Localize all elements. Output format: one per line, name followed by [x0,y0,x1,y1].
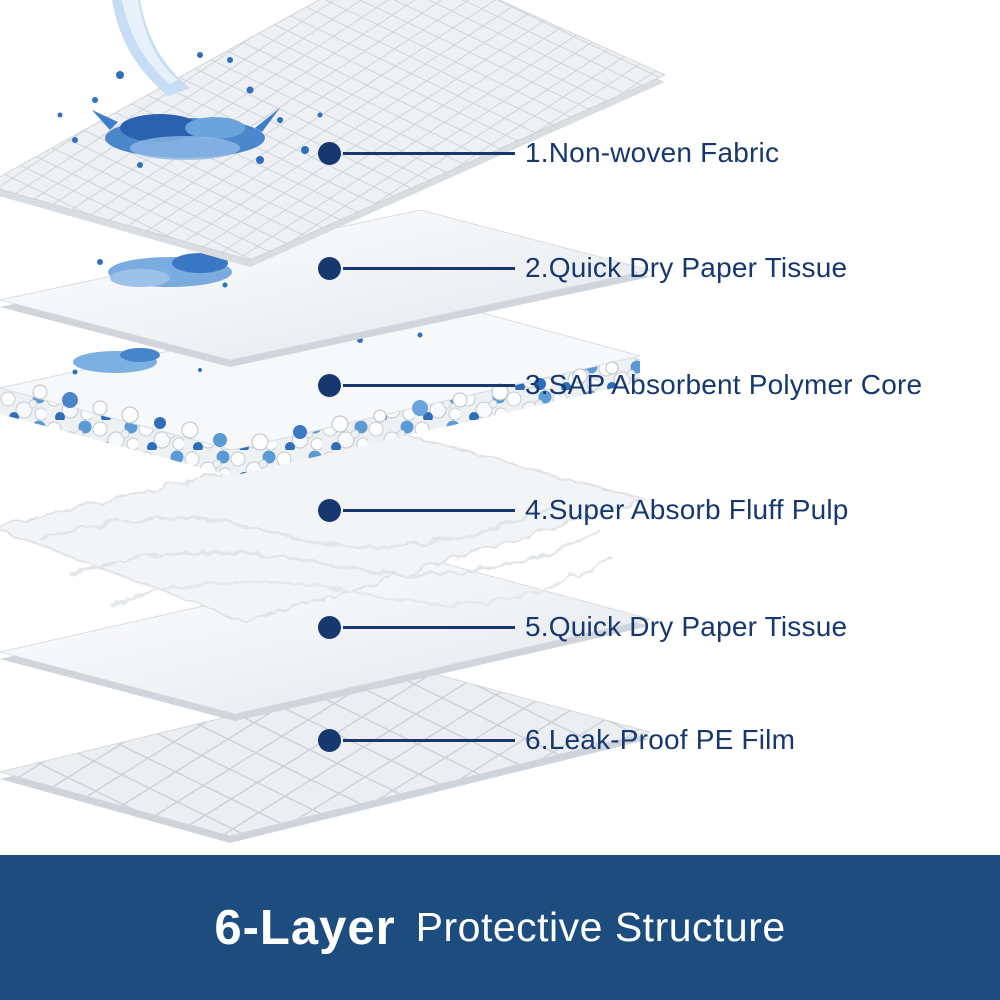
polymer-beads [32,361,619,451]
callout-dot-3 [318,373,341,397]
callout-dot-2 [318,256,341,280]
callout-dot-5 [318,615,341,639]
callout-layer-3: 3.SAP Absorbent Polymer Core [318,369,923,400]
layer-2-paper-tissue-sheet [0,209,651,367]
callout-dot-4 [318,498,341,522]
callout-layer-4: 4.Super Absorb Fluff Pulp [318,494,849,525]
water-stream [112,0,190,96]
layer-6-pe-film-sheet [0,669,652,843]
layer-1-label: 1.Non-woven Fabric [525,137,780,168]
splash-droplets [57,52,323,168]
callout-layer-2: 2.Quick Dry Paper Tissue [318,252,848,283]
callout-layer-5: 5.Quick Dry Paper Tissue [318,611,848,642]
callout-line-5 [343,625,515,629]
layer-4-label: 4.Super Absorb Fluff Pulp [525,494,849,525]
callout-line-3 [343,383,515,387]
callout-layer-6: 6.Leak-Proof PE Film [318,724,796,755]
callout-layer-1: 1.Non-woven Fabric [318,137,780,168]
water-droplets-on-core [72,327,423,375]
layer-2-label: 2.Quick Dry Paper Tissue [525,252,848,283]
banner-bold-title: 6-Layer [214,900,396,955]
callout-line-2 [343,266,515,270]
callout-dot-1 [318,141,341,165]
layer-4-fluff-pulp-pad [0,430,649,624]
layer-5-label: 5.Quick Dry Paper Tissue [525,611,848,642]
layer-6-label: 6.Leak-Proof PE Film [525,724,796,755]
water-splash [57,52,323,168]
banner-subtitle: Protective Structure [415,904,786,950]
callout-dot-6 [318,728,341,752]
title-banner: 6-Layer Protective Structure [0,855,1000,1000]
callout-line-4 [343,508,515,512]
water-splash-on-tissue [97,252,253,288]
layer-3-label: 3.SAP Absorbent Polymer Core [525,369,923,400]
layer-1-nonwoven-sheet [0,0,667,267]
callout-line-1 [343,151,515,155]
callout-line-6 [343,738,515,742]
